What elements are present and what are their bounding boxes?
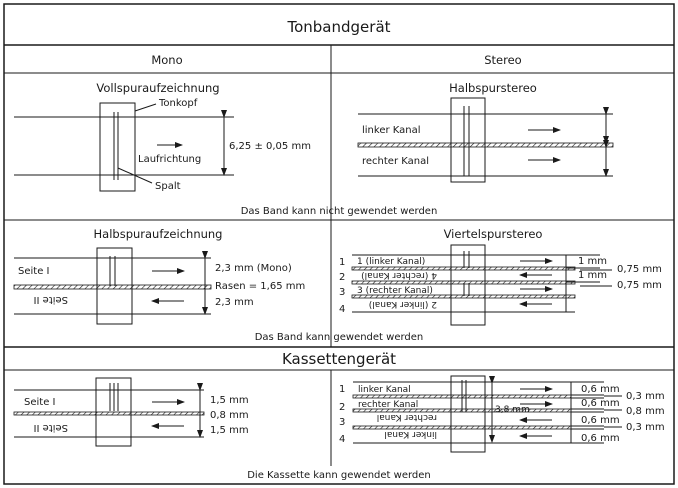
kassette-track-label-1: linker Kanal [358,385,411,395]
kassette-gap-3: 0,3 mm [626,422,665,433]
track-number-1: 1 [339,257,345,268]
track-label-2: 4 (rechter Kanal) [361,270,437,280]
kassette-track-number-1: 1 [339,384,345,395]
vollspur-title: Vollspuraufzeichnung [96,81,219,95]
kassette-dim-d: 0,6 mm [581,433,620,444]
halbspur-title: Halbspuraufzeichnung [94,227,223,241]
dim-075-b: 0,75 mm [617,280,662,291]
dim-075-a: 0,75 mm [617,264,662,275]
kassette-dim-1: 1,5 mm [210,395,249,406]
kassette-gap-2: 0,8 mm [626,406,665,417]
track-number-3: 3 [339,287,345,298]
kassette-dim-3: 1,5 mm [210,425,249,436]
laufrichtung-label: Laufrichtung [138,154,201,165]
dim-lower: 2,3 mm [215,297,254,308]
seite1-label: Seite I [18,266,49,277]
kassette-gap-1: 0,3 mm [626,391,665,402]
header-stereo: Stereo [484,53,521,67]
kassette-dim-a: 0,6 mm [581,384,620,395]
kassette-track-label-4: linker Kanal [384,429,437,439]
track-label-3: 3 (rechter Kanal) [357,286,433,296]
left-channel-label: linker Kanal [362,125,421,136]
track-number-2: 2 [339,272,345,283]
header-mono: Mono [151,53,182,67]
track-number-4: 4 [339,304,345,315]
track-label-1: 1 (linker Kanal) [357,257,425,267]
seite2-label: Seite II [34,294,68,305]
viertelspur-panel: Viertelspurstereo 1 2 3 4 1 (linker Kana… [339,227,662,326]
caption-not-reversible: Das Band kann nicht gewendet werden [241,206,438,217]
kassette-track-number-2: 2 [339,402,345,413]
kassette-stereo-panel: 3,8 mm 1 2 3 4 linker Kanal rechter Kana… [339,375,665,453]
spalt-label: Spalt [155,181,181,192]
kassette-mono-panel: Seite I Seite II 1,5 mm 0,8 mm 1,5 mm [13,377,249,447]
halbspurstereo-title: Halbspurstereo [449,81,537,95]
dim-mono: 2,3 mm (Mono) [215,263,292,274]
dim-rasen: Rasen = 1,65 mm [215,281,305,292]
table-frame [3,3,675,485]
kassette-track-number-4: 4 [339,434,345,445]
head-rect [99,102,136,192]
vollspur-panel: Vollspuraufzeichnung Tonkopf Laufrichtun… [14,81,311,192]
track-label-4: 2 (linker Kanal) [369,299,437,309]
dim-1mm-a: 1 mm [578,256,607,267]
halbspurstereo-panel: Halbspurstereo linker Kanal rechter Kana… [357,81,614,183]
kassette-total-dim: 3,8 mm [495,405,530,415]
kassette-track-number-3: 3 [339,417,345,428]
kassette-title: Kassettengerät [282,350,396,368]
kassette-seite2-label: Seite II [34,422,68,433]
kassette-dim-2: 0,8 mm [210,410,249,421]
tonkopf-label: Tonkopf [158,98,198,109]
kassette-seite1-label: Seite I [24,397,55,408]
caption-reversible: Das Band kann gewendet werden [255,332,424,343]
viertelspur-title: Viertelspurstereo [444,227,543,241]
kassette-dim-c: 0,6 mm [581,415,620,426]
right-channel-label: rechter Kanal [362,156,429,167]
kassette-track-label-2: rechter Kanal [358,400,418,410]
width-label: 6,25 ± 0,05 mm [229,141,311,152]
caption-cassette: Die Kassette kann gewendet werden [247,470,431,481]
kassette-dim-b: 0,6 mm [581,398,620,409]
halbspur-panel: Halbspuraufzeichnung Seite I Seite II 2,… [13,227,305,325]
kassette-track-label-3: rechter Kanal [377,412,437,422]
dim-1mm-b: 1 mm [578,270,607,281]
page-title: Tonbandgerät [286,18,390,36]
